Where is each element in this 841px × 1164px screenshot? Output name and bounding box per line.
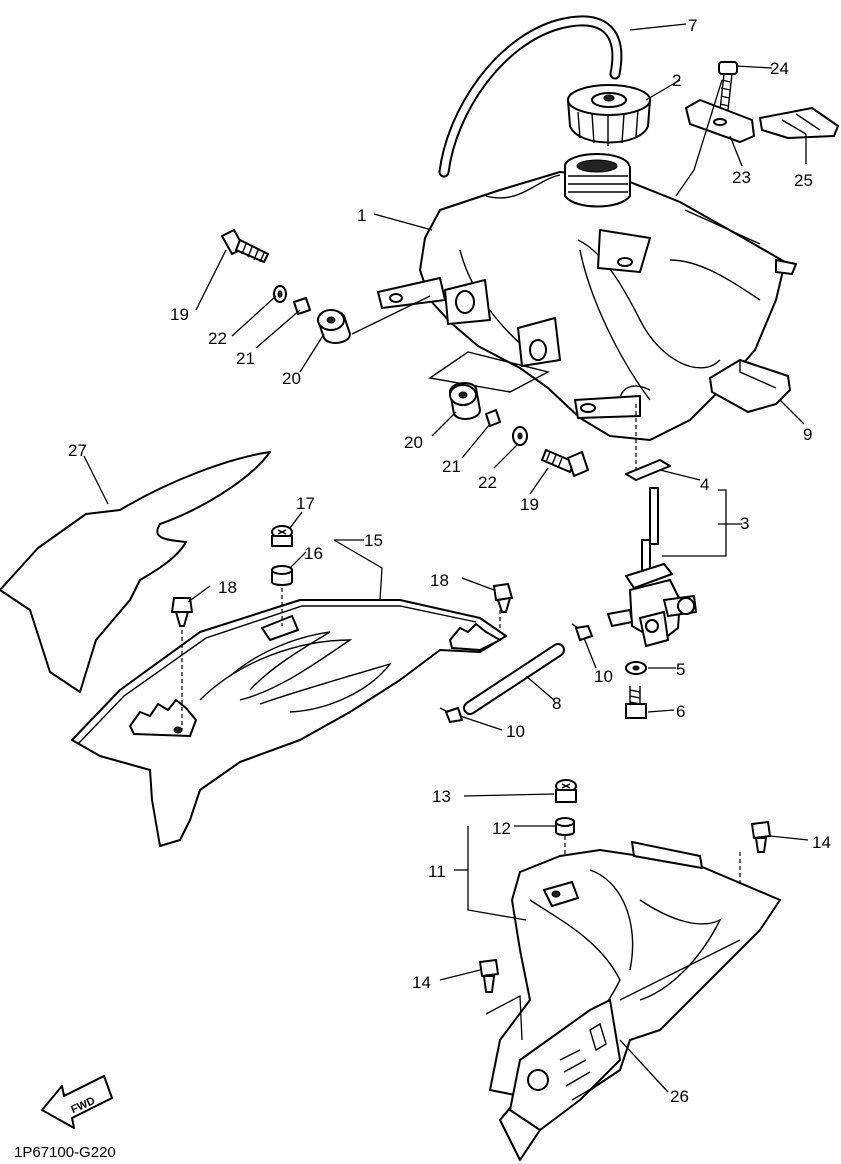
callout-25: 25 — [794, 171, 813, 190]
callout-7: 7 — [688, 16, 697, 35]
collar-16 — [271, 565, 293, 586]
callout-20-lower: 20 — [404, 433, 423, 452]
callout-2: 2 — [672, 71, 681, 90]
bolt-19-upper — [221, 229, 269, 263]
bolt-19-lower — [541, 449, 589, 477]
graphic-27 — [0, 451, 271, 693]
fuel-hose-8 — [463, 643, 565, 715]
bolt-24 — [718, 61, 738, 111]
fuel-cock — [607, 487, 697, 647]
callout-18-left: 18 — [218, 578, 237, 597]
callout-21-upper: 21 — [236, 349, 255, 368]
callout-24: 24 — [770, 59, 789, 78]
washer-22-upper — [273, 285, 287, 303]
bolt-6 — [625, 686, 647, 719]
callout-9: 9 — [803, 425, 812, 444]
screw-13 — [555, 779, 577, 803]
fuel-tank — [377, 153, 797, 480]
callout-5: 5 — [676, 660, 685, 679]
pad-9 — [709, 359, 791, 413]
rivet-14-right — [751, 821, 771, 853]
callout-22-upper: 22 — [208, 329, 227, 348]
damper-20-upper — [317, 309, 351, 344]
callout-4: 4 — [700, 475, 709, 494]
fuel-tank-cap — [567, 84, 651, 146]
callout-8: 8 — [552, 694, 561, 713]
callout-14-left: 14 — [412, 973, 431, 992]
fwd-arrow: FWD — [41, 1075, 113, 1129]
callout-13: 13 — [432, 787, 451, 806]
callout-19-upper: 19 — [170, 305, 189, 324]
leader-lines — [83, 23, 809, 1093]
callout-21-lower: 21 — [442, 457, 461, 476]
hose-clip-10-upper — [571, 623, 593, 641]
collar-21-upper — [293, 297, 311, 315]
callout-15: 15 — [364, 531, 383, 550]
washer-22-lower — [512, 426, 528, 446]
side-cover-15 — [71, 599, 507, 847]
hose-clip-10-lower — [439, 707, 463, 723]
callout-10-lower: 10 — [506, 722, 525, 741]
callout-23: 23 — [732, 168, 751, 187]
callout-20-upper: 20 — [282, 369, 301, 388]
collar-21-lower — [485, 409, 501, 427]
rivet-14-left — [479, 959, 499, 993]
damper-20-lower — [449, 382, 481, 420]
callout-17: 17 — [296, 494, 315, 513]
drawing-code: 1P67100-G220 — [14, 1144, 116, 1161]
callout-10-upper: 10 — [594, 667, 613, 686]
callout-16: 16 — [304, 544, 323, 563]
callout-3: 3 — [740, 514, 749, 533]
callout-19-lower: 19 — [520, 495, 539, 514]
callout-14-right: 14 — [812, 833, 831, 852]
callout-27: 27 — [68, 441, 87, 460]
rivet-18-right — [493, 583, 513, 613]
emblem-26 — [509, 999, 621, 1131]
callout-18-right: 18 — [430, 571, 449, 590]
rivet-18-left — [171, 597, 193, 627]
callout-22-lower: 22 — [478, 473, 497, 492]
callouts: 1 2 3 4 5 6 7 8 9 10 10 11 12 13 14 14 1… — [68, 16, 831, 1106]
screw-17 — [271, 525, 293, 547]
callout-1: 1 — [357, 206, 366, 225]
breather-hose — [438, 15, 623, 178]
callout-12: 12 — [492, 819, 511, 838]
collar-12 — [555, 817, 575, 836]
gasket-4 — [625, 459, 671, 481]
callout-6: 6 — [676, 702, 685, 721]
bracket-23 — [685, 99, 755, 143]
clip-25 — [759, 107, 839, 139]
callout-11: 11 — [428, 862, 446, 881]
callout-26: 26 — [670, 1087, 689, 1106]
washer-5 — [625, 661, 647, 675]
